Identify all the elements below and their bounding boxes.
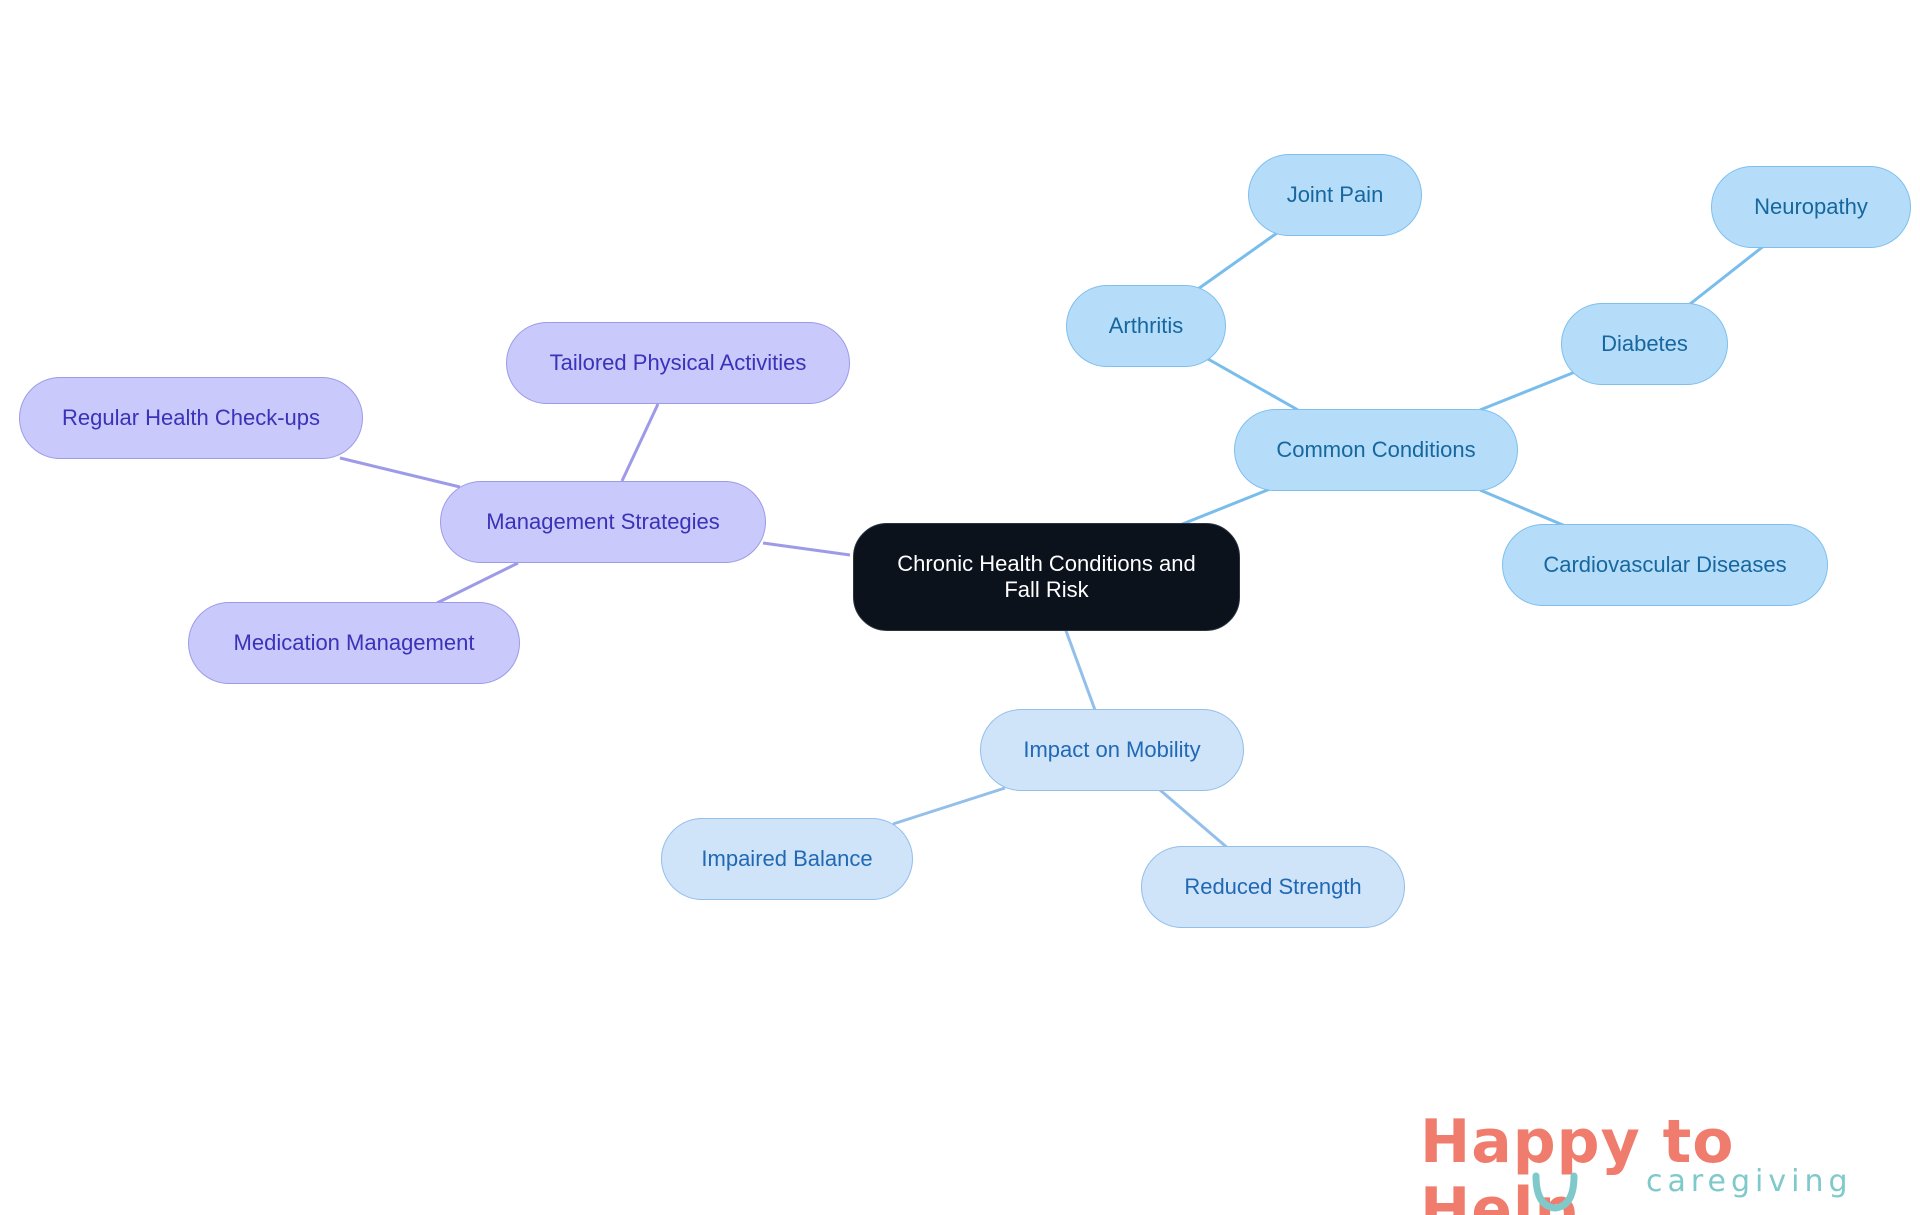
edge-mobility-strength — [1159, 788, 1231, 852]
edge-conditions-diabetes — [1479, 370, 1576, 412]
happy-to-help-logo: Happy to Help caregiving — [1420, 1108, 1890, 1215]
edge-management-tailored — [620, 403, 660, 482]
edge-root-management — [762, 541, 851, 557]
root-node: Chronic Health Conditions and Fall Risk — [853, 523, 1240, 631]
logo-tagline: caregiving — [1646, 1164, 1853, 1199]
edge-root-mobility — [1063, 627, 1097, 711]
leaf-reduced-strength: Reduced Strength — [1141, 846, 1405, 928]
leaf-neuropathy: Neuropathy — [1711, 166, 1911, 248]
branch-common-conditions: Common Conditions — [1234, 409, 1518, 491]
leaf-joint-pain: Joint Pain — [1248, 154, 1422, 236]
leaf-arthritis: Arthritis — [1066, 285, 1226, 367]
leaf-cardiovascular-diseases: Cardiovascular Diseases — [1502, 524, 1828, 606]
logo-wordmark: Happy to Help — [1420, 1107, 1735, 1215]
leaf-regular-health-checkups: Regular Health Check-ups — [19, 377, 363, 459]
branch-management-strategies: Management Strategies — [440, 481, 766, 563]
edge-diabetes-neuropathy — [1689, 243, 1766, 306]
edge-conditions-arthritis — [1207, 357, 1299, 412]
leaf-tailored-physical-activities: Tailored Physical Activities — [506, 322, 850, 404]
leaf-impaired-balance: Impaired Balance — [661, 818, 913, 900]
smile-icon — [1532, 1172, 1578, 1212]
edge-root-conditions — [1179, 487, 1271, 527]
edge-arthritis-jointpain — [1197, 231, 1278, 291]
leaf-medication-management: Medication Management — [188, 602, 520, 684]
edge-management-checkups — [339, 456, 461, 489]
leaf-diabetes: Diabetes — [1561, 303, 1728, 385]
edge-conditions-cardio — [1479, 488, 1571, 530]
edge-management-medication — [436, 561, 519, 605]
edge-mobility-balance — [892, 786, 1006, 826]
branch-impact-on-mobility: Impact on Mobility — [980, 709, 1244, 791]
